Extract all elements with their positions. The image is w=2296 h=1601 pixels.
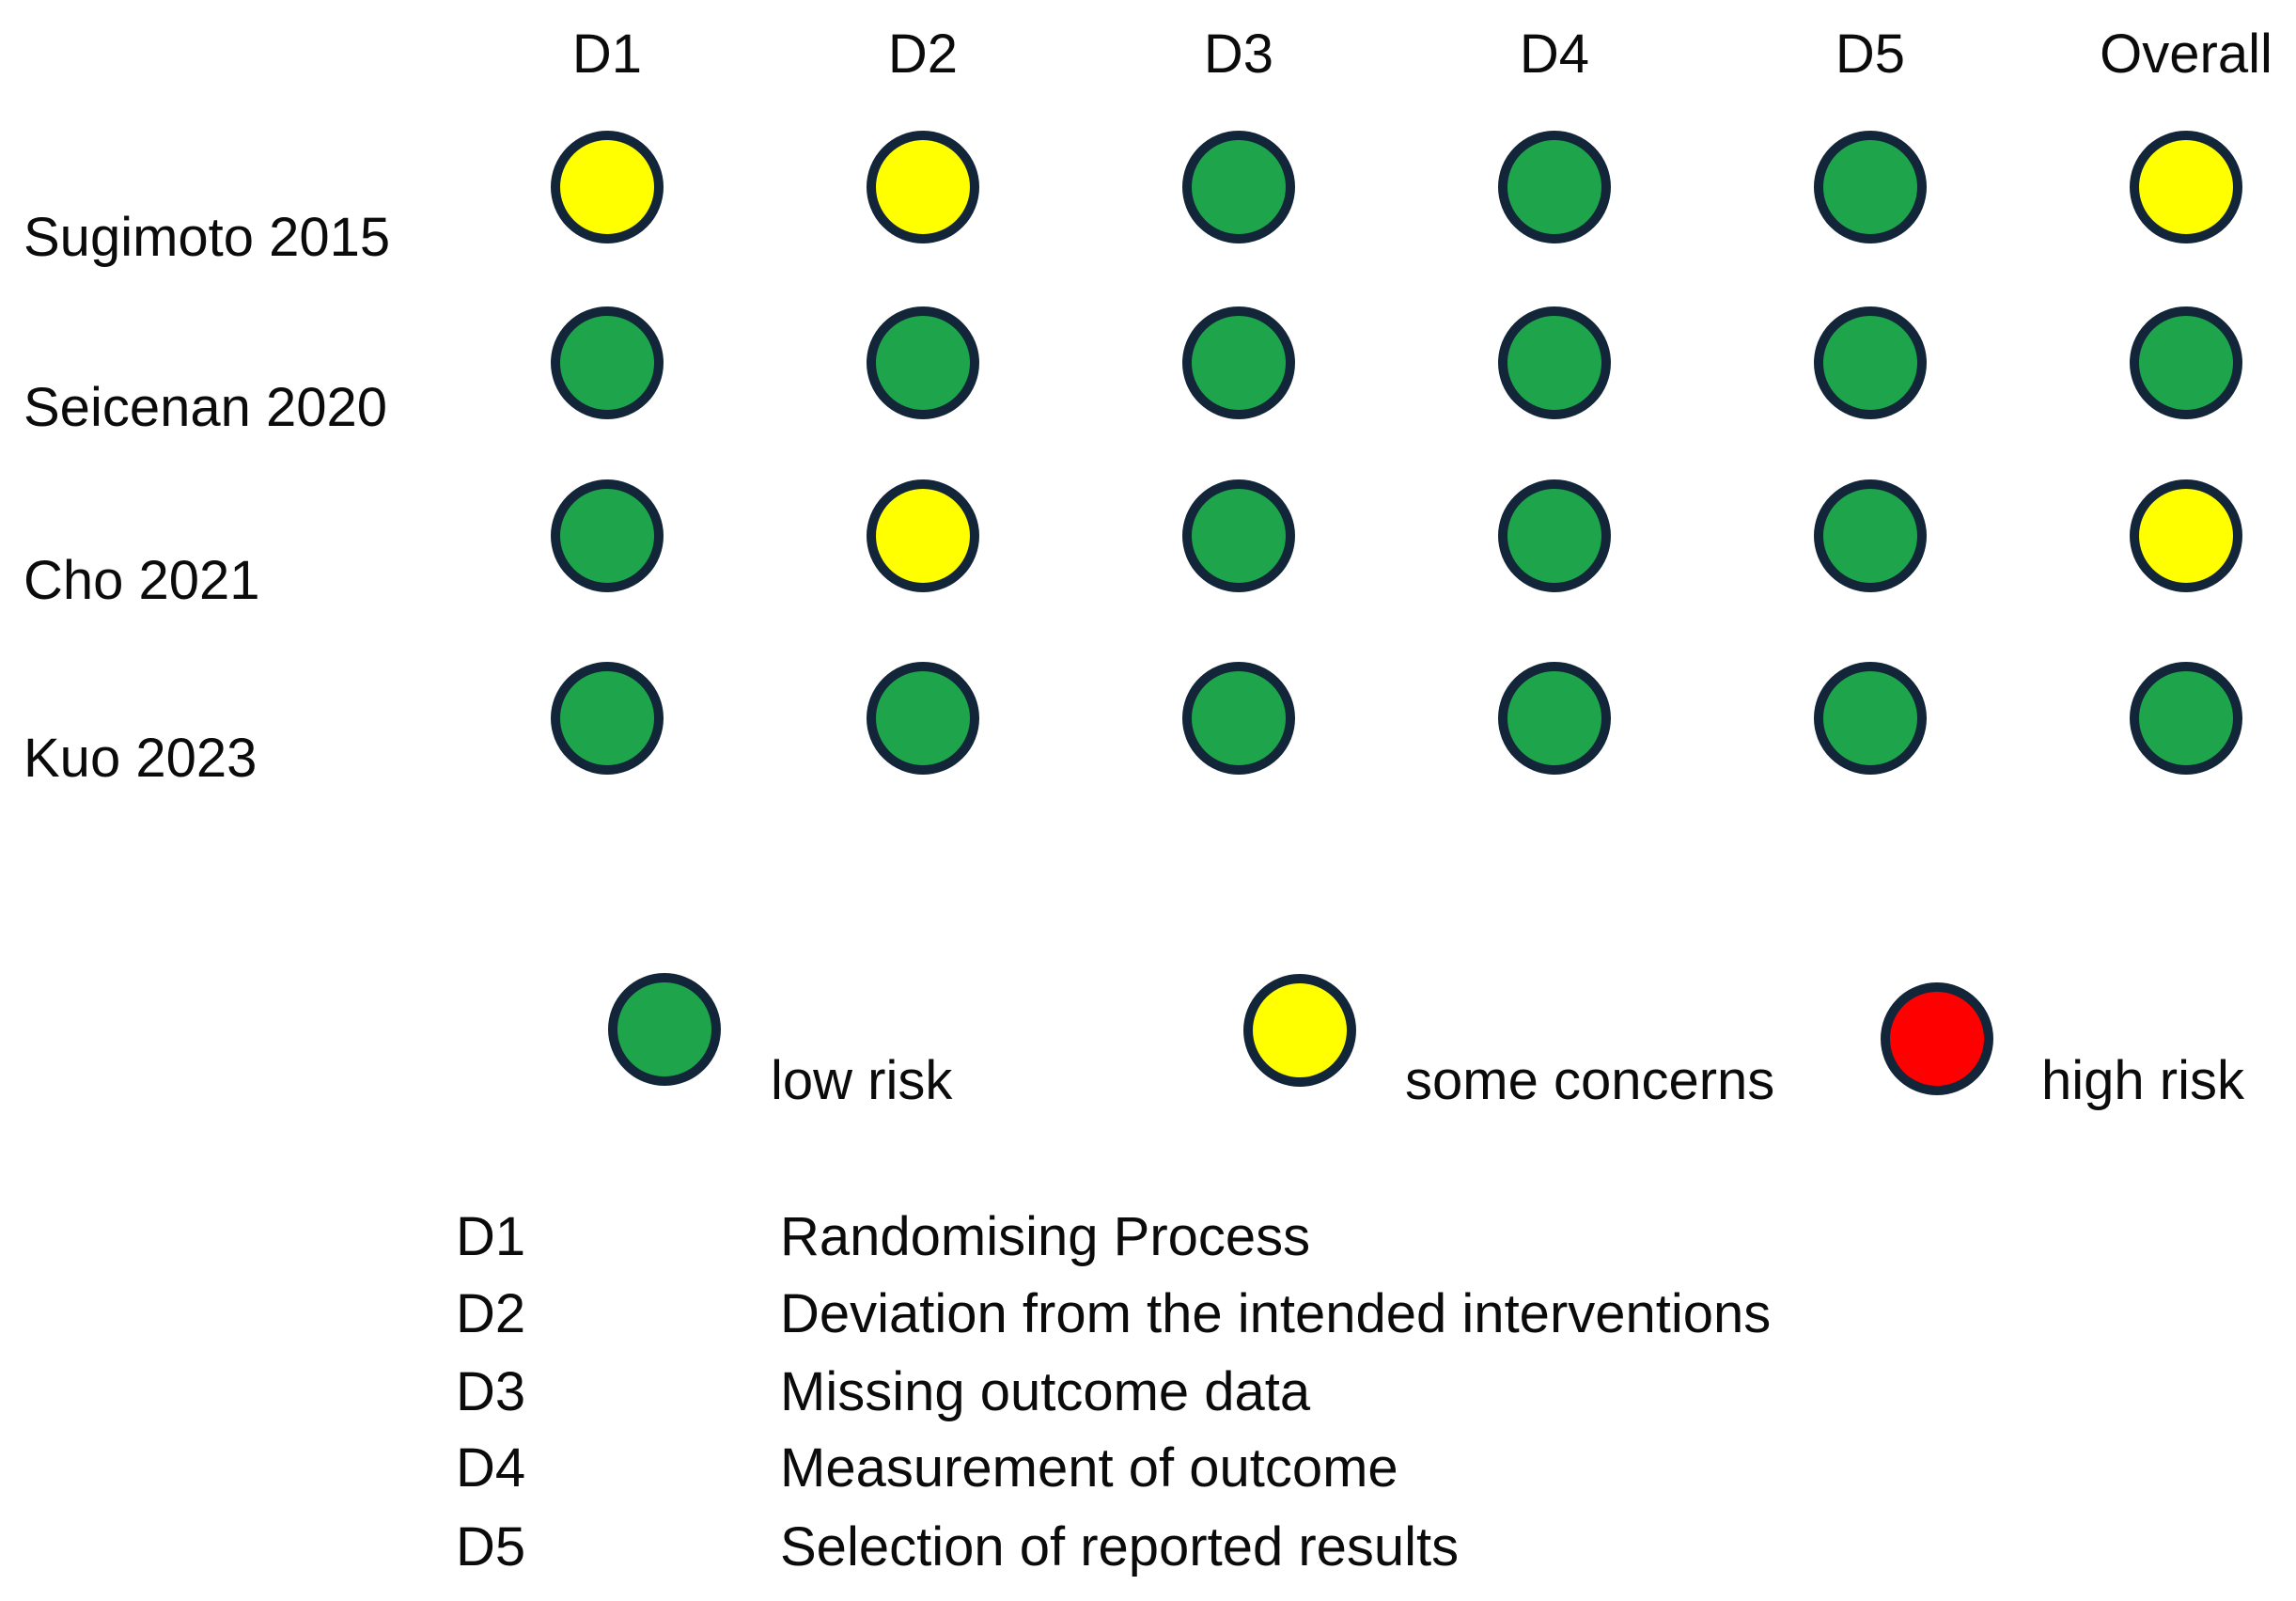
rating-circle bbox=[1182, 306, 1295, 419]
rating-circle bbox=[867, 479, 979, 592]
rating-circle bbox=[551, 479, 664, 592]
rating-circle bbox=[2130, 131, 2242, 243]
column-header: D2 bbox=[887, 24, 959, 85]
rating-circle bbox=[551, 662, 664, 775]
rating-circle bbox=[551, 131, 664, 243]
legend-label: low risk bbox=[771, 1050, 953, 1111]
rating-circle bbox=[1182, 662, 1295, 775]
rating-circle bbox=[1498, 479, 1611, 592]
rating-circle bbox=[1814, 306, 1927, 419]
column-header: D5 bbox=[1835, 24, 1906, 85]
rating-circle bbox=[1498, 306, 1611, 419]
domain-code: D4 bbox=[456, 1437, 526, 1499]
legend-swatch-high-icon bbox=[1881, 982, 1993, 1095]
domain-description: Missing outcome data bbox=[780, 1361, 1311, 1422]
column-header: D1 bbox=[571, 24, 643, 85]
rating-circle bbox=[867, 662, 979, 775]
rating-circle bbox=[2130, 306, 2242, 419]
legend-swatch-some_concerns-icon bbox=[1243, 974, 1356, 1087]
domain-description: Deviation from the intended intervention… bbox=[780, 1283, 1772, 1344]
domain-description: Randomising Process bbox=[780, 1206, 1311, 1267]
study-label: Kuo 2023 bbox=[23, 728, 258, 789]
domain-code: D5 bbox=[456, 1516, 526, 1577]
rating-circle bbox=[867, 306, 979, 419]
rating-circle bbox=[1814, 479, 1927, 592]
legend-label: high risk bbox=[2041, 1050, 2244, 1111]
rating-circle bbox=[1182, 479, 1295, 592]
rating-circle bbox=[2130, 662, 2242, 775]
domain-description: Measurement of outcome bbox=[780, 1437, 1398, 1499]
legend-swatch-low-icon bbox=[608, 973, 721, 1086]
study-label: Seicenan 2020 bbox=[23, 377, 387, 438]
column-header: Overall bbox=[2100, 24, 2273, 85]
domain-description: Selection of reported results bbox=[780, 1516, 1460, 1577]
column-header: D4 bbox=[1519, 24, 1590, 85]
rating-circle bbox=[867, 131, 979, 243]
study-label: Cho 2021 bbox=[23, 550, 260, 611]
domain-code: D3 bbox=[456, 1361, 526, 1422]
rating-circle bbox=[1498, 662, 1611, 775]
domain-code: D2 bbox=[456, 1283, 526, 1344]
rating-circle bbox=[551, 306, 664, 419]
legend-label: some concerns bbox=[1405, 1050, 1775, 1111]
study-label: Sugimoto 2015 bbox=[23, 207, 391, 268]
domain-code: D1 bbox=[456, 1206, 526, 1267]
rating-circle bbox=[1814, 131, 1927, 243]
rating-circle bbox=[1182, 131, 1295, 243]
column-header: D3 bbox=[1203, 24, 1274, 85]
rating-circle bbox=[2130, 479, 2242, 592]
rating-circle bbox=[1814, 662, 1927, 775]
rating-circle bbox=[1498, 131, 1611, 243]
